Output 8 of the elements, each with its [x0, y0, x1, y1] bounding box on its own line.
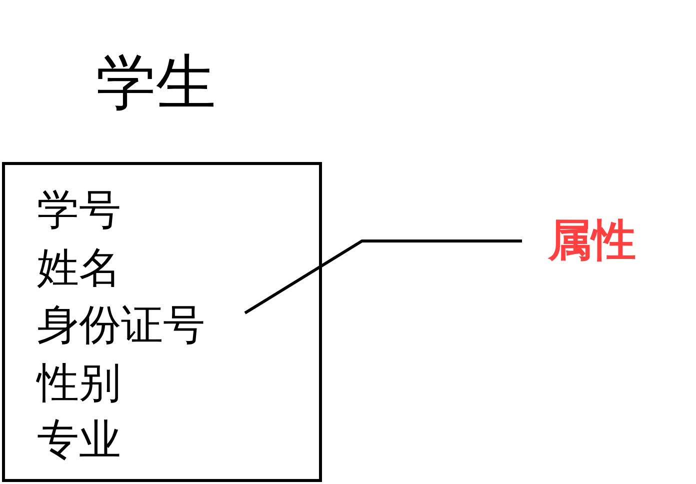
- attribute-text: 身份证号: [37, 300, 205, 350]
- entity-title: 学生: [96, 48, 216, 118]
- callout-label: 属性: [548, 215, 636, 266]
- attribute-text: 专业: [37, 415, 121, 465]
- attribute-text: 性别: [37, 358, 121, 408]
- attribute-text: 学号: [37, 185, 121, 235]
- attribute-text: 姓名: [37, 242, 121, 292]
- leader-line: [244, 240, 522, 314]
